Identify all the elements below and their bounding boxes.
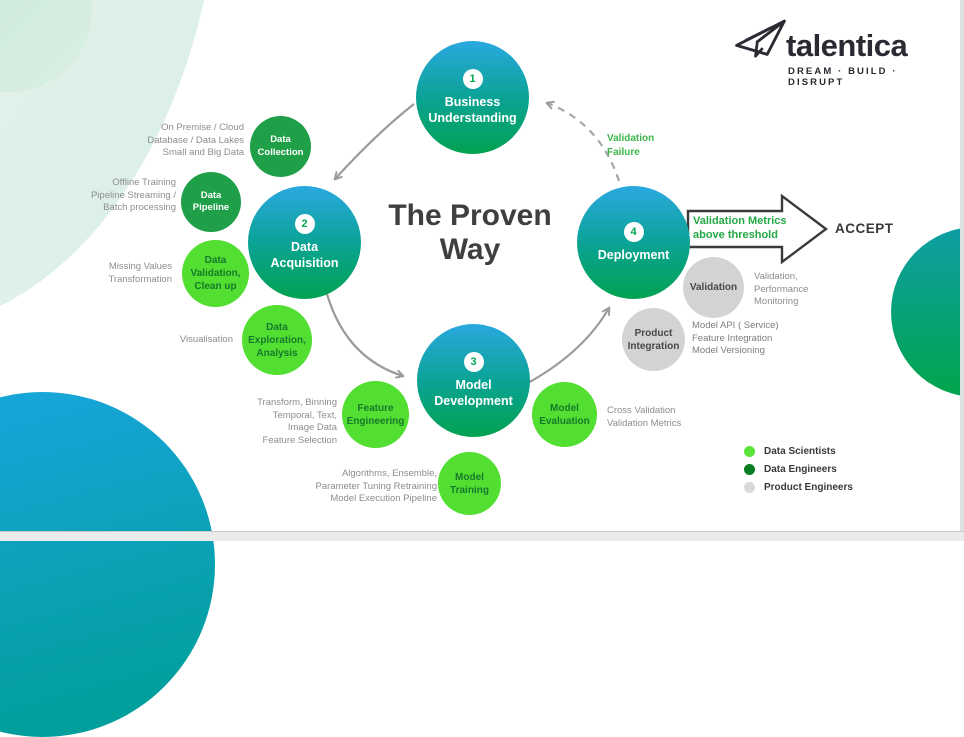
legend-item-product-engineers: Product Engineers: [744, 482, 853, 493]
note-data-pipeline: Offline Training Pipeline Streaming / Ba…: [90, 177, 176, 214]
legend-dot-data-scientists: [744, 446, 755, 457]
note-model-evaluation: Cross Validation Validation Metrics: [607, 405, 682, 429]
label-accept: ACCEPT: [835, 221, 894, 236]
note-product-integration: Model API ( Service) Feature Integration…: [692, 320, 779, 357]
arrow-md-to-dep: [525, 306, 611, 385]
stage-circle-data-acquisition: 2 Data Acquisition: [248, 186, 361, 299]
step-circle-model-evaluation: Model Evaluation: [532, 382, 597, 447]
stage-number-badge: 4: [623, 222, 644, 242]
step-circle-validation: Validation: [683, 257, 744, 318]
step-circle-feature-engineering: Feature Engineering: [342, 381, 409, 448]
stage-number-badge: 3: [463, 352, 484, 372]
logo-wordmark: talentica: [786, 28, 908, 63]
background-teal-circle-bottom-left: [0, 392, 215, 737]
background-teal-circle-right: [891, 227, 964, 397]
logo-tagline: DREAM · BUILD · DISRUPT: [788, 66, 898, 88]
step-circle-model-training: Model Training: [438, 452, 501, 515]
stage-label: Deployment: [597, 248, 670, 262]
legend-dot-data-engineers: [744, 464, 755, 475]
step-circle-product-integration: Product Integration: [622, 308, 685, 371]
step-circle-data-pipeline: Data Pipeline: [181, 172, 241, 232]
note-feature-engineering: Transform, Binning Temporal, Text, Image…: [257, 397, 337, 446]
stage-number-badge: 1: [462, 69, 483, 89]
note-data-collection: On Premise / Cloud Database / Data Lakes…: [147, 122, 244, 159]
note-data-exploration: Visualisation: [179, 334, 233, 345]
stage-circle-deployment: 4 Deployment: [577, 186, 690, 299]
legend-item-data-engineers: Data Engineers: [744, 464, 853, 475]
talentica-logo: talentica DREAM · BUILD · DISRUPT: [733, 15, 943, 88]
diagram-title: The Proven Way: [388, 199, 552, 266]
legend-dot-product-engineers: [744, 482, 755, 493]
stage-circle-business-understanding: 1 Business Understanding: [416, 41, 529, 154]
stage-circle-model-development: 3 Model Development: [417, 324, 530, 437]
label-validation-metrics: Validation Metrics above threshold: [693, 215, 787, 242]
step-circle-data-exploration: Data Exploration, Analysis: [242, 305, 312, 375]
stage-number-badge: 2: [294, 214, 315, 234]
step-circle-data-collection: Data Collection: [250, 116, 311, 177]
legend: Data Scientists Data Engineers Product E…: [744, 446, 853, 493]
paper-plane-icon: [735, 19, 786, 58]
window-right-edge: [960, 0, 964, 541]
window-bottom-edge: [0, 531, 964, 541]
stage-label: Business Understanding: [428, 95, 517, 125]
stage-label: Data Acquisition: [270, 240, 339, 270]
note-validation: Validation, Performance Monitoring: [754, 271, 809, 308]
arrow-da-to-md: [325, 293, 405, 379]
note-model-training: Algorithms, Ensemble, Parameter Tuning R…: [315, 468, 437, 505]
legend-label: Data Scientists: [764, 446, 836, 457]
arrow-bu-to-da: [333, 103, 415, 181]
legend-label: Data Engineers: [764, 464, 837, 475]
step-circle-data-validation: Data Validation, Clean up: [182, 240, 249, 307]
legend-item-data-scientists: Data Scientists: [744, 446, 853, 457]
label-validation-failure: Validation Failure: [607, 133, 655, 158]
stage-label: Model Development: [434, 378, 513, 408]
note-data-validation: Missing Values Transformation: [108, 261, 172, 285]
legend-label: Product Engineers: [764, 482, 853, 493]
